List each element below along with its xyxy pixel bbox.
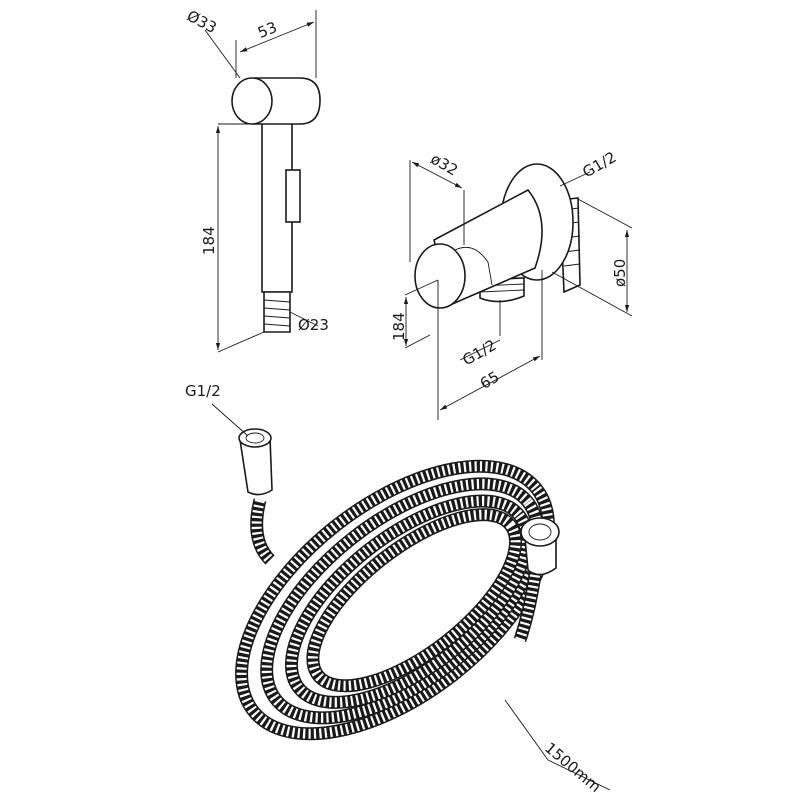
- wall-elbow: [403, 160, 633, 420]
- label-hose-thread: G1/2: [185, 382, 221, 400]
- label-elbow-depth: 65: [477, 368, 503, 393]
- label-hand-shower-head-diameter: Ø33: [184, 7, 220, 37]
- hand-shower: [204, 10, 321, 353]
- label-elbow-inlet-thread: G1/2: [579, 148, 619, 181]
- label-hand-shower-head-length: 53: [255, 18, 279, 42]
- label-elbow-head-diameter: ø32: [428, 150, 461, 180]
- label-elbow-height: 184: [390, 312, 408, 341]
- label-elbow-flange-diameter: ø50: [611, 259, 629, 287]
- label-hand-shower-nozzle-diameter: Ø23: [298, 316, 329, 334]
- shower-hose: [211, 403, 611, 791]
- label-hand-shower-height: 184: [200, 226, 218, 255]
- label-hose-length: 1500mm: [541, 739, 604, 796]
- label-elbow-outlet-thread: G1/2: [459, 336, 499, 369]
